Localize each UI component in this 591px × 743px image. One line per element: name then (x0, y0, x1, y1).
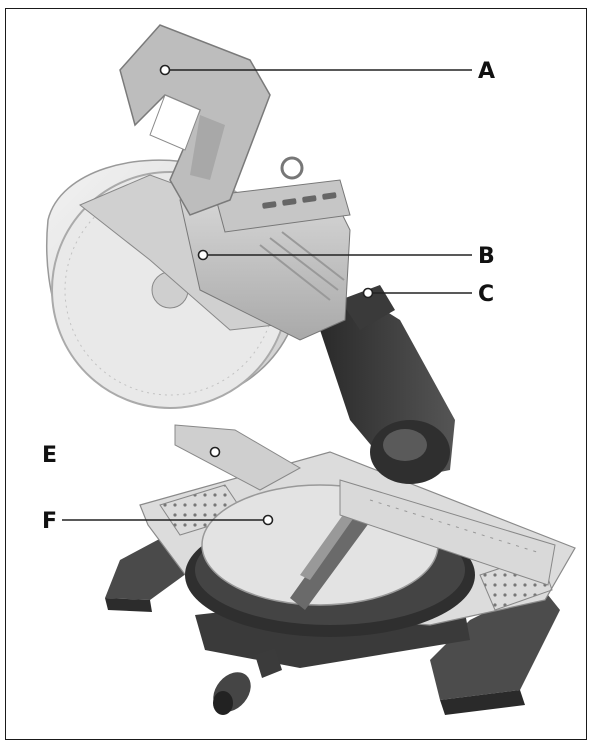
label-e: E (42, 443, 57, 468)
label-c: C (478, 282, 494, 307)
saw-base (105, 425, 575, 719)
label-a: A (478, 59, 495, 84)
label-b: B (478, 244, 495, 269)
label-f: F (42, 509, 57, 534)
